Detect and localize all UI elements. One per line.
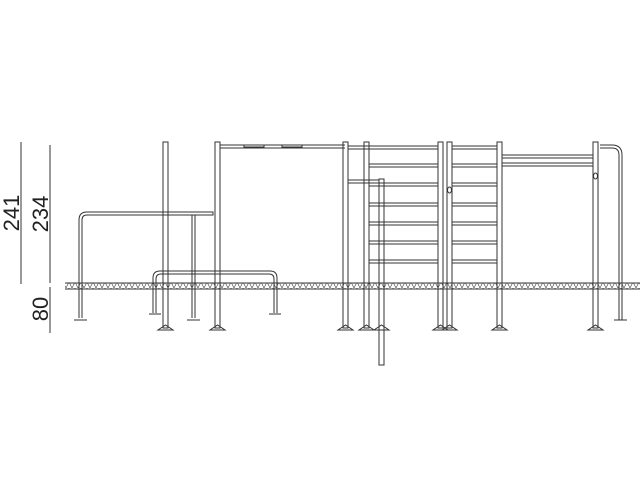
dim-label-80: 80 [28, 297, 53, 321]
dim-label-241: 241 [0, 195, 24, 232]
post [162, 141, 169, 329]
post-base-plate [208, 324, 227, 331]
dim-label-234: 234 [28, 196, 53, 233]
post-base-plate [586, 324, 605, 331]
post-base-plate [372, 324, 391, 331]
post-base-plate [440, 324, 459, 331]
post-base-plate [156, 324, 175, 331]
post-base-plate [336, 324, 355, 331]
post-base-plate [490, 324, 509, 331]
post [342, 141, 349, 329]
post [592, 141, 599, 329]
hook-ring [447, 186, 452, 194]
dimension-lines [20, 142, 51, 333]
post [378, 178, 385, 366]
post [446, 141, 453, 329]
ground-line [65, 282, 640, 290]
post [496, 141, 503, 329]
high-parallel-bar [74, 211, 214, 321]
frame-structure [156, 141, 605, 366]
hook-ring [593, 172, 598, 180]
monkey-bar [220, 144, 345, 149]
post [363, 141, 370, 329]
curved-pullup-bar [600, 144, 627, 321]
post-base-plate [431, 324, 450, 331]
post [214, 141, 221, 329]
post [437, 141, 444, 329]
post-base-plate [357, 324, 376, 331]
